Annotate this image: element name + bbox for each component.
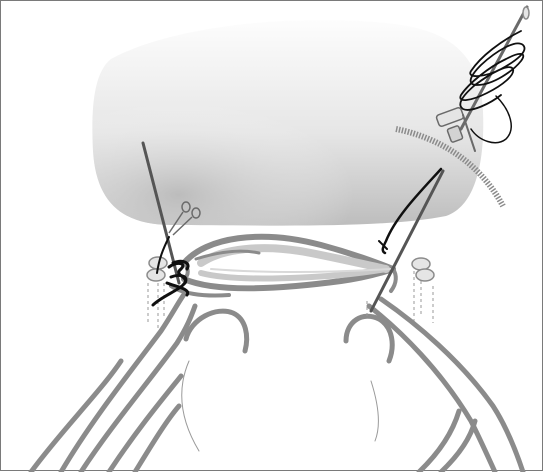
ring-markers-right xyxy=(412,258,434,281)
tissue-mass xyxy=(92,20,483,226)
lower-tube-structures xyxy=(31,293,523,472)
central-spindle xyxy=(171,237,396,296)
